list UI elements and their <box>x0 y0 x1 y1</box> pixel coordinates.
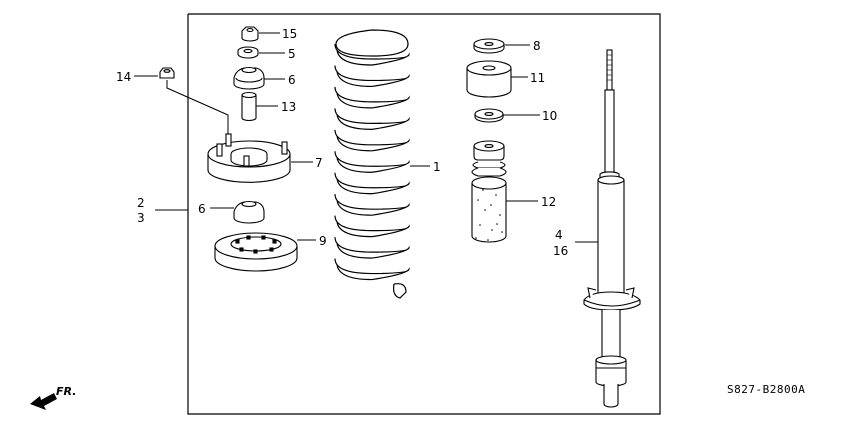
callout-9: 9 <box>319 234 327 248</box>
callout-13: 13 <box>281 100 296 114</box>
callout-2: 2 <box>137 196 145 210</box>
spring-coil-end <box>393 283 407 299</box>
callout-5: 5 <box>288 47 296 61</box>
spring-coil-turn <box>334 215 410 238</box>
callout-6b: 6 <box>198 202 206 216</box>
diagram-code: S827-B2800A <box>727 383 805 396</box>
part-stopper-washer <box>473 38 505 54</box>
part-flange-nut-top <box>241 26 259 42</box>
callout-11: 11 <box>530 71 545 85</box>
front-direction-arrow-icon <box>30 393 57 410</box>
spring-coil-turn <box>334 151 410 173</box>
callout-1: 1 <box>433 160 441 174</box>
callout-15: 15 <box>282 27 297 41</box>
part-mount-rubber <box>466 60 512 98</box>
spring-coils <box>334 43 410 299</box>
part-dust-boot <box>471 140 507 243</box>
callout-14: 14 <box>116 70 131 84</box>
spring-coil-turn <box>334 237 410 259</box>
callout-7: 7 <box>315 156 323 170</box>
part-collar <box>241 91 257 122</box>
spring-coil-turn <box>334 86 410 109</box>
callout-6a: 6 <box>288 73 296 87</box>
spring-coil-turn <box>334 172 410 195</box>
part-plate-washer <box>474 108 504 123</box>
spring-coil-turn <box>334 129 410 152</box>
callout-4: 4 <box>555 228 563 242</box>
spring-coil-turn <box>334 108 410 130</box>
callout-16: 16 <box>553 244 568 258</box>
part-washer-top <box>237 46 259 59</box>
diagram-frame <box>187 13 661 415</box>
spring-coil-turn <box>334 194 410 216</box>
part-self-locking-nut <box>159 67 175 79</box>
spring-coil-turn <box>334 65 410 88</box>
callout-10: 10 <box>542 109 557 123</box>
part-shock-absorber <box>583 49 641 408</box>
direction-label: FR. <box>56 385 76 398</box>
part-upper-mount-base <box>207 133 291 183</box>
part-coil-spring <box>335 29 409 57</box>
callout-3: 3 <box>137 211 145 225</box>
part-bushing-upper <box>233 66 265 90</box>
callout-8: 8 <box>533 39 541 53</box>
part-spring-seat <box>214 232 298 272</box>
spring-coil-turn <box>334 43 410 66</box>
spring-coil-turn <box>334 258 410 281</box>
callout-12: 12 <box>541 195 556 209</box>
part-bushing-lower <box>233 200 265 224</box>
